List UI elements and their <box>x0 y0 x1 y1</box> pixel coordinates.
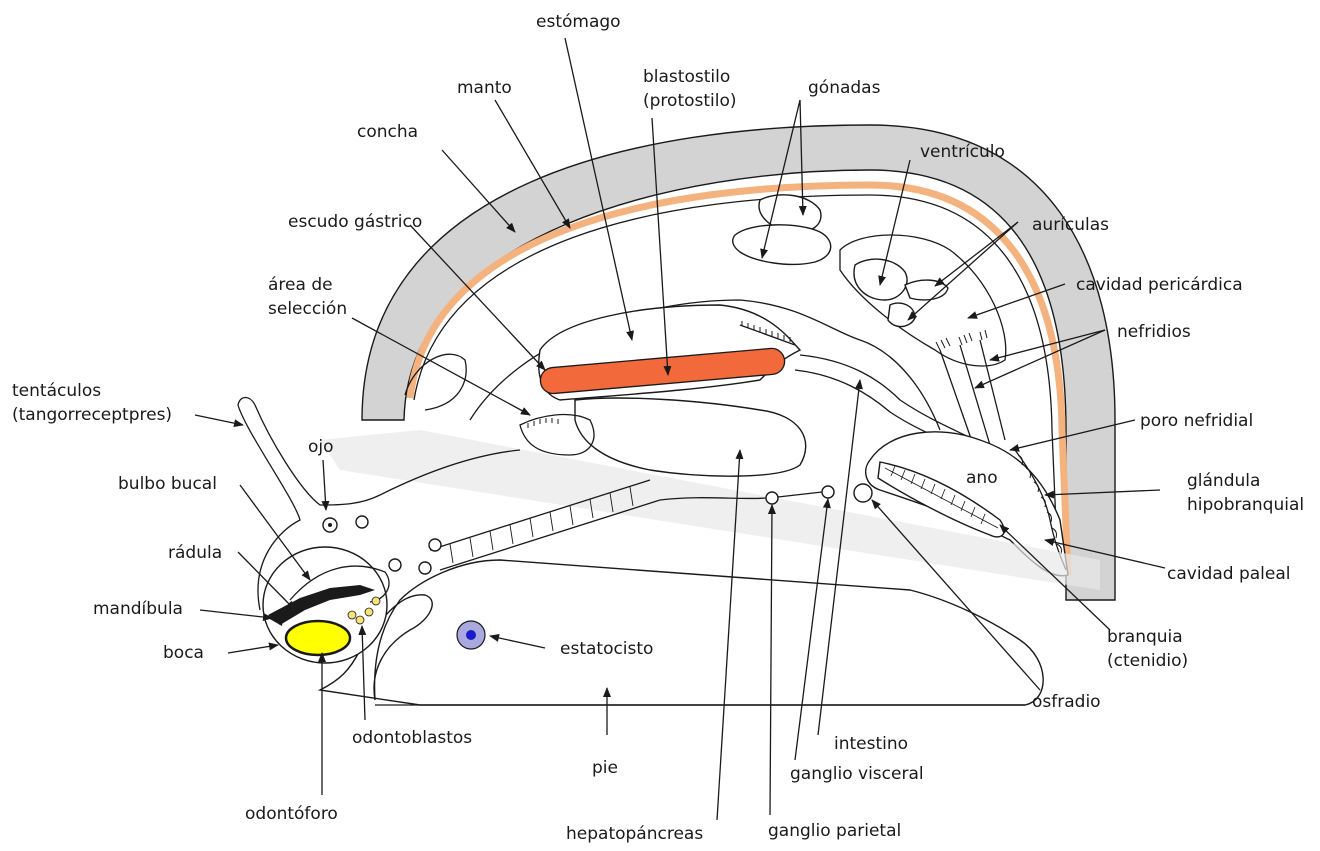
ganglion-parietal <box>766 492 778 504</box>
label-branquia-1: branquia <box>1107 627 1183 647</box>
label-bulbo: bulbo bucal <box>118 474 217 494</box>
label-auriculas: aurículas <box>1032 215 1109 235</box>
label-boca: boca <box>163 643 204 663</box>
ganglion-pedal-2 <box>419 562 431 574</box>
eye-pupil <box>328 523 332 527</box>
label-osfradio: osfradio <box>1032 692 1101 712</box>
label-blastostilo-1: blastostilo <box>643 67 730 87</box>
odontoblast <box>372 597 380 605</box>
label-estomago: estómago <box>536 12 621 32</box>
label-poro: poro nefridial <box>1140 411 1253 431</box>
label-ganglio-visceral: ganglio visceral <box>790 764 924 784</box>
label-blastostilo-2: (protostilo) <box>643 91 737 111</box>
label-area-2: selección <box>268 299 347 319</box>
label-pie: pie <box>592 758 618 778</box>
intestine <box>800 355 975 440</box>
label-ojo: ojo <box>308 437 334 457</box>
nerve-cord-2 <box>440 500 660 570</box>
label-tentaculos-1: tentáculos <box>12 381 101 401</box>
label-glandula-1: glándula <box>1187 471 1260 491</box>
odontoblast <box>348 611 356 619</box>
label-radula: rádula <box>168 543 222 563</box>
ganglion-pleural <box>429 539 441 551</box>
auricle-left <box>888 303 915 326</box>
label-estatocisto: estatocisto <box>560 639 653 659</box>
osphradium <box>854 484 872 502</box>
label-odontoblastos: odontoblastos <box>352 728 472 748</box>
foot <box>320 560 1043 705</box>
ventricle <box>854 259 907 300</box>
label-branquia-2: (ctenidio) <box>1107 651 1188 671</box>
ganglion-cerebral <box>356 516 368 528</box>
label-nefridios: nefridios <box>1117 322 1191 342</box>
label-area-1: área de <box>268 275 333 295</box>
odontoblast <box>365 608 373 616</box>
label-cavidad-paleal: cavidad paleal <box>1167 564 1290 584</box>
odontophore <box>286 621 350 655</box>
label-intestino: intestino <box>834 734 908 754</box>
gonad-2 <box>733 225 831 265</box>
label-ventriculo: ventrículo <box>920 142 1005 162</box>
ganglion-pedal-1 <box>389 559 401 571</box>
label-escudo: escudo gástrico <box>288 212 422 232</box>
nephridium-comb <box>936 330 987 350</box>
label-odontoforo: odontóforo <box>245 804 338 824</box>
label-glandula-2: hipobranquial <box>1187 495 1304 515</box>
label-ganglio-parietal: ganglio parietal <box>768 821 901 841</box>
label-tentaculos-2: (tangorreceptpres) <box>12 405 172 425</box>
ganglion-visceral <box>822 486 834 498</box>
statocyst-core <box>466 630 476 640</box>
label-manto: manto <box>457 78 512 98</box>
label-hepatopancreas: hepatopáncreas <box>566 824 703 844</box>
label-cavidad-peri: cavidad pericárdica <box>1076 275 1243 295</box>
hepatopancreas <box>575 398 806 476</box>
label-ano: ano <box>966 468 998 488</box>
label-gonadas: gónadas <box>808 78 881 98</box>
odontoblast <box>356 616 364 624</box>
label-mandibula: mandíbula <box>93 599 183 619</box>
label-concha: concha <box>357 122 418 142</box>
